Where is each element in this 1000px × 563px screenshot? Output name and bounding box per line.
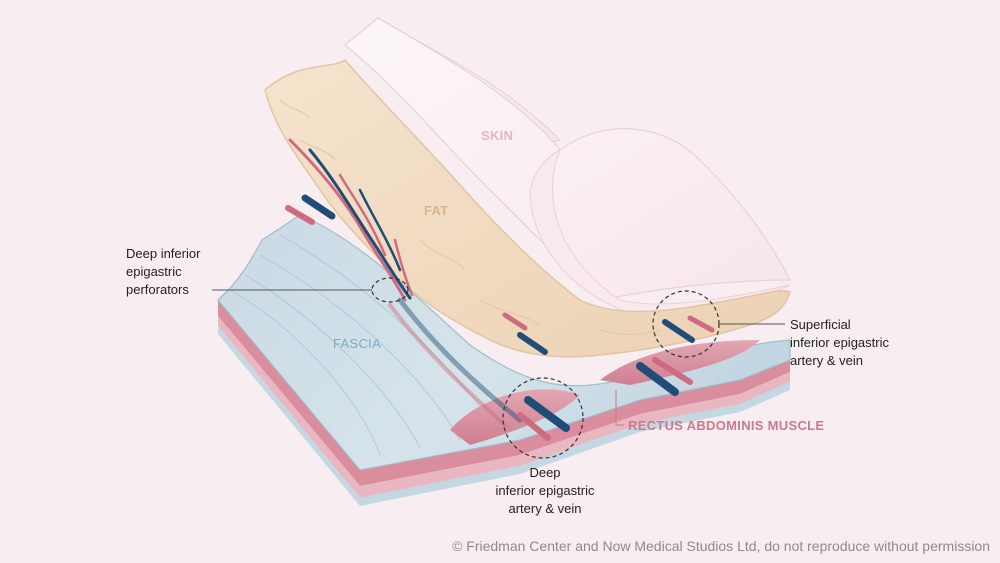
perforators-callout-line-3: perforators <box>126 281 200 299</box>
deep-callout-line-1: Deep <box>470 464 620 482</box>
copyright-notice: © Friedman Center and Now Medical Studio… <box>452 538 990 554</box>
perforators-callout-line-1: Deep inferior <box>126 245 200 263</box>
deep-callout: Deep inferior epigastric artery & vein <box>470 464 620 518</box>
muscle-label: RECTUS ABDOMINIS MUSCLE <box>628 418 824 433</box>
superficial-callout: Superficial inferior epigastric artery &… <box>790 316 889 370</box>
superficial-callout-line-3: artery & vein <box>790 352 889 370</box>
skin-label: SKIN <box>481 128 513 143</box>
perforators-callout-line-2: epigastric <box>126 263 200 281</box>
deep-callout-line-2: inferior epigastric <box>470 482 620 500</box>
perforators-callout: Deep inferior epigastric perforators <box>126 245 200 299</box>
deep-callout-line-3: artery & vein <box>470 500 620 518</box>
fascia-label: FASCIA <box>333 336 381 351</box>
superficial-callout-line-2: inferior epigastric <box>790 334 889 352</box>
fat-label: FAT <box>424 203 449 218</box>
superficial-callout-line-1: Superficial <box>790 316 889 334</box>
